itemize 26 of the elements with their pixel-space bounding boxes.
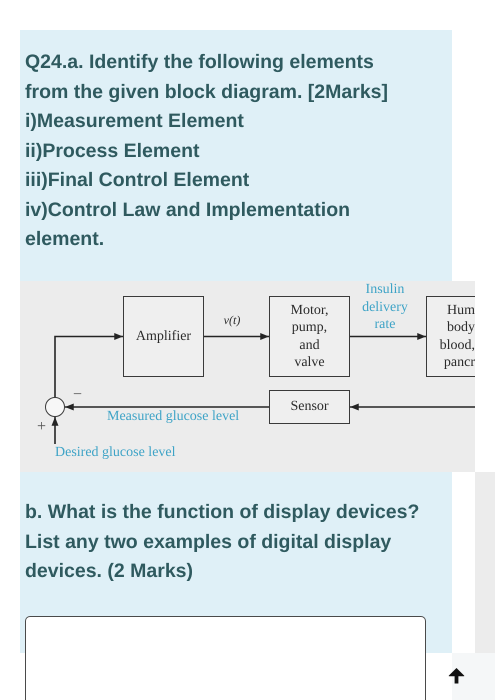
- block-label: Amplifier: [136, 328, 192, 346]
- process-block: [426, 296, 475, 377]
- signal-arrow: [54, 333, 123, 397]
- question-item: i)Measurement Element: [25, 109, 245, 134]
- block-label: Hum body blood, pancr: [440, 302, 475, 372]
- question-item: iv)Control Law and Implementation element.: [25, 198, 352, 252]
- question-text: b. What is the function of display devices? List any two examples of digital display devices. (2 Marks): [25, 500, 420, 584]
- input-label: Desired glucose level: [55, 444, 176, 461]
- question-item: iii)Final Control Element: [25, 168, 250, 193]
- edge-label: Measured glucose level: [107, 408, 240, 426]
- actuator-block: [269, 296, 350, 377]
- signal-arrow: [204, 333, 269, 340]
- block-label: Sensor: [290, 398, 329, 416]
- sensor-block: [269, 390, 350, 424]
- summing-junction: [45, 397, 65, 417]
- edge-label: Insulin delivery rate: [361, 281, 409, 334]
- question-item: ii)Process Element: [25, 138, 200, 164]
- summing-sign: −: [73, 387, 82, 403]
- signal-arrow: [350, 404, 475, 410]
- summing-sign: +: [37, 419, 46, 435]
- edge-label: v(t): [222, 312, 242, 329]
- amplifier-block: [123, 296, 204, 377]
- block-label: Motor, pump, and valve: [290, 302, 330, 372]
- signal-arrow: [65, 404, 269, 410]
- signal-arrow: [350, 333, 426, 340]
- signal-arrow: [52, 417, 58, 444]
